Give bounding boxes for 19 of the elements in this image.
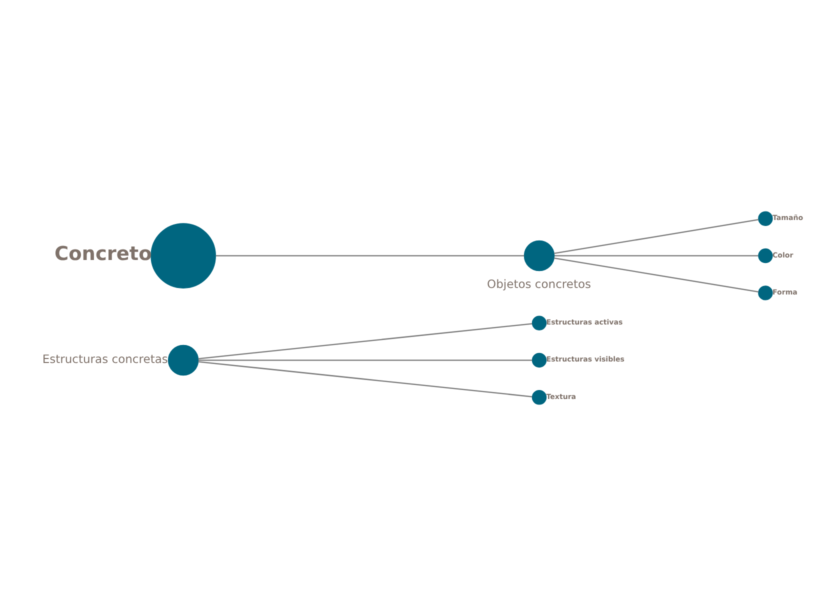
- node-circle: [168, 344, 199, 376]
- node-circle: [532, 316, 547, 330]
- connector: [198, 323, 532, 360]
- node-circle: [532, 352, 547, 368]
- node-label: Concreto: [54, 242, 152, 265]
- node-label: Estructuras concretas: [42, 352, 168, 366]
- node-circle: [758, 248, 773, 264]
- connector: [216, 255, 524, 256]
- connector: [554, 219, 759, 254]
- node-circle: [150, 223, 216, 288]
- node-circle: [758, 286, 773, 300]
- connector: [198, 361, 532, 398]
- node-circle: [758, 211, 773, 226]
- node-label: Objetos concretos: [487, 276, 592, 291]
- connector: [554, 255, 758, 256]
- connector: [554, 258, 759, 293]
- node-circle: [524, 240, 555, 272]
- node-circle: [532, 390, 547, 405]
- connector: [198, 360, 532, 361]
